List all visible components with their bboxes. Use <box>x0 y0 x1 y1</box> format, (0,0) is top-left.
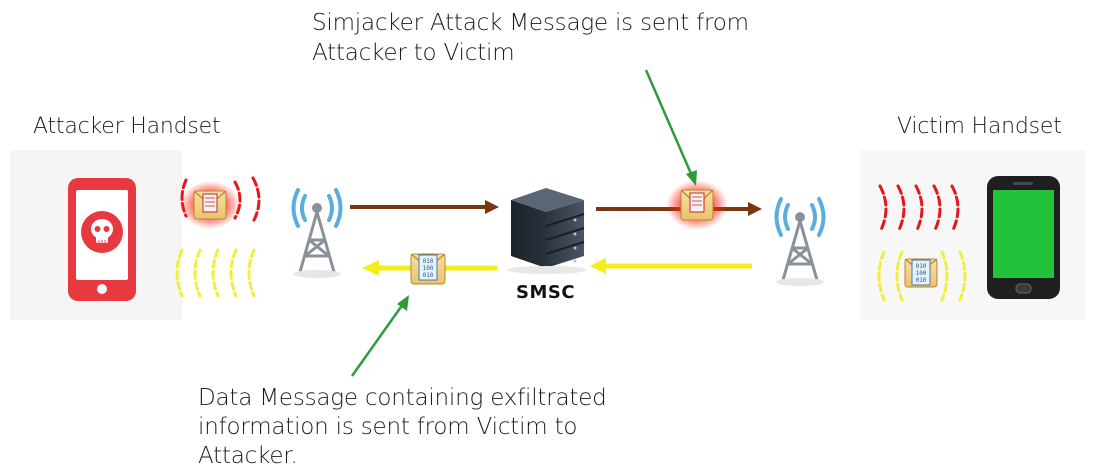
data-digits-line-3: 010 <box>423 272 434 279</box>
server-icon <box>507 188 587 274</box>
attack-envelope-icon <box>666 180 728 230</box>
attack-arrow-left <box>350 200 499 214</box>
bottom-caption-line-2: information is sent from Victim to <box>198 414 578 440</box>
top-caption-line-1: Simjacker Attack Message is sent from <box>312 10 749 36</box>
skull-phone-icon <box>68 178 136 301</box>
data-arrow-right-segment <box>590 258 752 274</box>
data-envelope-icon: 010 100 010 <box>410 253 446 285</box>
victim-yellow-waves <box>877 250 967 302</box>
cell-tower-icon <box>291 188 343 278</box>
victim-digits-line-1: 010 <box>916 263 927 270</box>
bottom-pointer-line <box>350 295 409 377</box>
bottom-caption: Data Message containing exfiltrated info… <box>198 384 718 471</box>
top-caption-line-2: Attacker to Victim <box>312 40 515 66</box>
top-pointer-line <box>644 69 697 186</box>
attacker-envelope-icon <box>180 181 240 229</box>
bottom-caption-line-1: Data Message containing exfiltrated <box>198 385 607 411</box>
victim-digits-line-2: 100 <box>916 270 927 277</box>
victim-data-envelope-icon: 010 100 010 <box>904 258 938 288</box>
smartphone-icon <box>987 176 1060 299</box>
bottom-caption-line-3: Attacker. <box>198 443 298 469</box>
victim-handset-label: Victim Handset <box>897 114 1062 139</box>
top-caption: Simjacker Attack Message is sent from At… <box>312 8 832 68</box>
data-digits-line-1: 010 <box>423 258 434 265</box>
victim-digits-line-3: 010 <box>916 277 927 284</box>
victim-red-waves <box>878 184 960 234</box>
data-digits-line-2: 100 <box>423 265 434 272</box>
attacker-handset-label: Attacker Handset <box>33 114 221 139</box>
cell-tower-icon <box>774 197 826 286</box>
smsc-label: SMSC <box>516 282 576 303</box>
attacker-yellow-waves <box>175 248 256 298</box>
